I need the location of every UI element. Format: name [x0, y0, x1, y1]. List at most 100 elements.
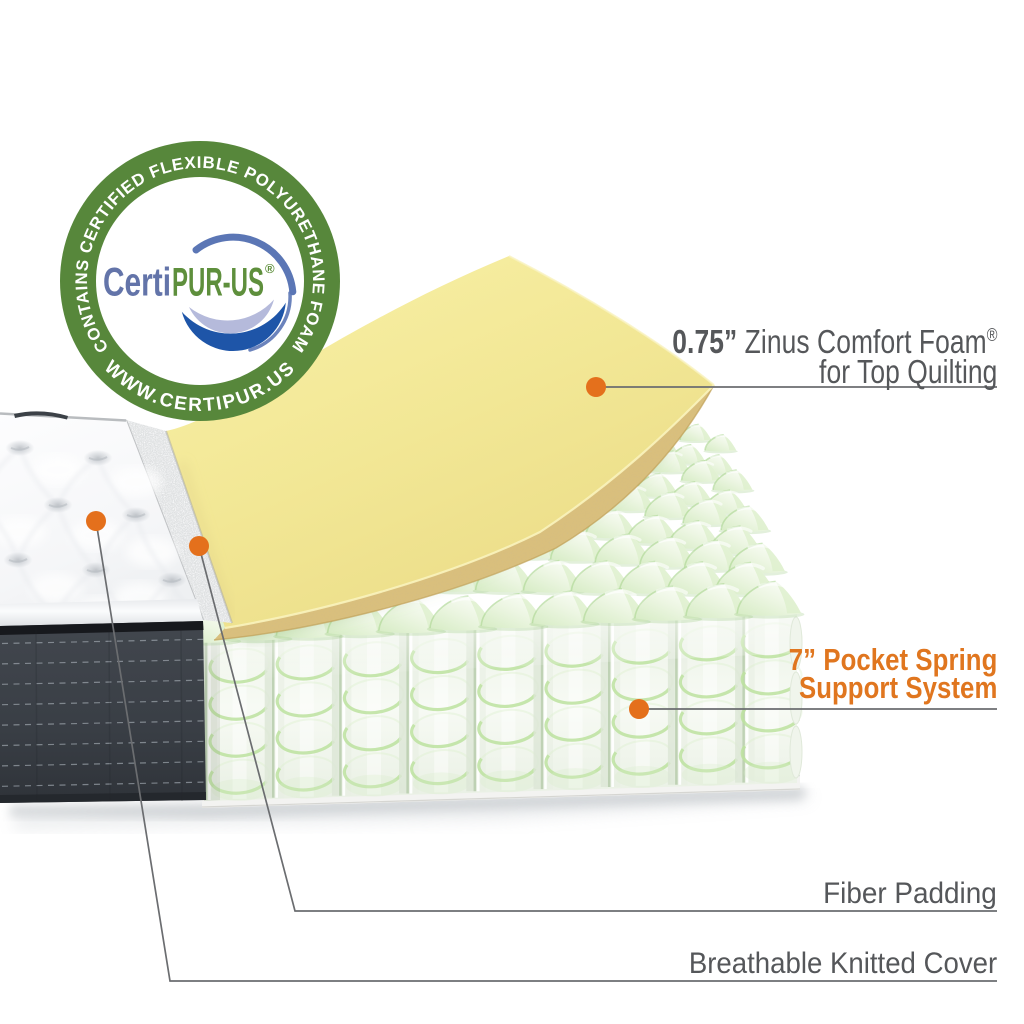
coil-arc — [275, 767, 335, 792]
coil-arc — [275, 693, 335, 718]
coil-arc — [477, 683, 537, 708]
swoosh-tail-arc — [248, 291, 292, 352]
dot-knitted-cover — [86, 511, 106, 531]
coil-arc — [410, 686, 470, 712]
spring-front-face — [197, 613, 803, 801]
badge-brand-green: PUR-US — [172, 261, 264, 305]
label-pocket-spring: 7” Pocket Spring Support System — [788, 644, 997, 705]
coil-arc — [477, 757, 537, 782]
dome-flank-shade — [698, 424, 712, 440]
dot-comfort-foam — [586, 377, 606, 397]
coil-arc — [678, 674, 739, 699]
label-knitted-cover: Breathable Knitted Cover — [689, 947, 997, 981]
dome-highlight — [736, 506, 761, 513]
coil-arc — [678, 711, 739, 736]
label-knitted-cover-text: Breathable Knitted Cover — [688, 947, 997, 980]
quilt-dimple — [121, 507, 151, 523]
quilt-dimple — [81, 562, 111, 578]
quilt-dimple — [43, 497, 73, 513]
foam-top-edge-highlight — [508, 255, 715, 386]
label-pocket-spring-measure: 7” — [788, 642, 816, 677]
dot-pocket-spring — [629, 699, 649, 719]
coil-arc — [275, 730, 335, 755]
quilt-dimple-crease — [10, 446, 30, 451]
coil-arc — [544, 754, 604, 779]
panel-stitching — [1, 628, 205, 802]
shadow-band-soft — [14, 792, 812, 830]
registered-mark: ® — [986, 325, 997, 345]
front-top-sheen — [204, 613, 797, 681]
quilt-dimple — [83, 450, 113, 466]
dome-flank-shade — [762, 543, 785, 572]
dome-highlight — [715, 434, 731, 439]
pocket-bottom-tint — [681, 763, 739, 786]
quilt-dimple-crease — [88, 456, 108, 461]
quilt-corner-piping — [14, 411, 68, 420]
coil-arc — [611, 751, 671, 776]
side-panel — [0, 621, 206, 803]
panel-seam — [180, 628, 183, 802]
panel-seam — [35, 628, 38, 802]
swoosh-top-arc — [192, 233, 297, 296]
badge-brand-blue: Certi — [103, 261, 171, 305]
foam-edge-bottom-line — [213, 384, 715, 641]
pocket-edge-bulge — [789, 616, 803, 670]
label-fiber-padding: Fiber Padding — [823, 877, 997, 911]
dome-flank-shade — [705, 460, 721, 481]
coil-arc — [678, 748, 739, 773]
panel-fabric — [0, 621, 206, 803]
foam-surface — [166, 256, 714, 628]
dome-highlight — [553, 591, 586, 600]
pocket-bottom-tint — [743, 761, 800, 784]
quilt-dimple-crease — [8, 558, 28, 563]
dome-highlight — [726, 470, 746, 476]
coil-arc — [208, 696, 268, 721]
dome-highlight — [687, 562, 717, 570]
dome-highlight — [683, 482, 706, 488]
pocket-bottom-tint — [211, 778, 268, 801]
dome-flank-shade — [736, 470, 753, 490]
label-fiber-padding-text: Fiber Padding — [823, 877, 997, 910]
dome-highlight — [648, 473, 671, 479]
dome-highlight — [718, 490, 741, 496]
dome-flank-shade — [673, 451, 690, 471]
dot-fiber-padding — [189, 536, 209, 556]
dome-flank-shade — [723, 434, 737, 451]
dome-highlight — [681, 444, 700, 450]
coil-arc — [410, 723, 470, 749]
dome-highlight — [758, 581, 791, 590]
dome-highlight — [658, 537, 687, 545]
label-pocket-spring-line2: Support System — [798, 670, 997, 705]
dome-flank-shade — [730, 490, 748, 512]
quilt-dimple — [3, 552, 33, 568]
pocket-bottom-tint — [614, 765, 671, 788]
coil-arc — [611, 714, 671, 739]
dome-flank-shade — [695, 481, 713, 504]
panel-seam — [108, 628, 111, 802]
callout-lines — [95, 386, 997, 982]
coil-arc — [342, 727, 403, 752]
coil-arc-back — [744, 659, 803, 683]
dome-highlight — [707, 584, 740, 593]
badge-registered-mark: ® — [265, 261, 275, 276]
base-bottom-edge — [201, 788, 801, 808]
callout-dots — [86, 377, 649, 719]
pocket-bottom-tint — [480, 770, 537, 793]
coil-arc — [477, 720, 537, 745]
panel-top-piping — [0, 621, 204, 635]
dome-highlight — [690, 424, 706, 429]
quilt-dimple — [157, 572, 187, 588]
label-pocket-spring-name: Pocket Spring — [815, 642, 997, 677]
pocket-bottom-tint — [278, 776, 335, 799]
pocket-bottom-tint — [413, 772, 470, 795]
dome-highlight — [702, 540, 731, 548]
dome-flank-shade — [635, 485, 655, 510]
dome-highlight — [655, 586, 688, 595]
pocket-edge-bulge — [789, 671, 803, 725]
dome-highlight — [710, 455, 728, 460]
dome-highlight — [543, 560, 574, 569]
fiber-strip-right-edge — [165, 430, 233, 624]
panel-bottom-piping — [0, 792, 206, 803]
dome-highlight — [735, 562, 765, 571]
